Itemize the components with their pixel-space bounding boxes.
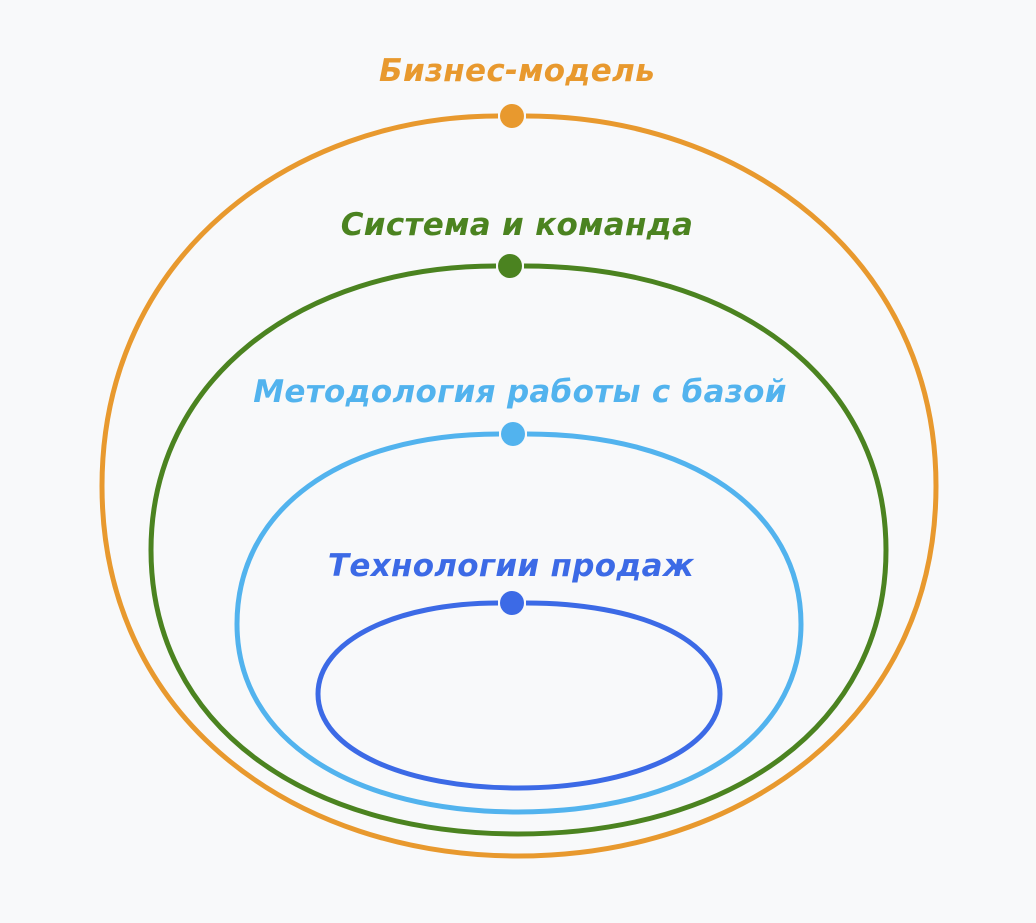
layer-sales-tech: Технологии продаж bbox=[315, 548, 723, 791]
marker-dot-business-model bbox=[500, 104, 524, 128]
marker-dot-sales-tech bbox=[500, 591, 524, 615]
layer-business-model: Бизнес-модель bbox=[99, 53, 939, 859]
label-sales-tech: Технологии продаж bbox=[328, 548, 695, 584]
layer-methodology: Методология работы с базой bbox=[234, 374, 804, 815]
layer-system-team: Система и команда bbox=[148, 207, 889, 837]
marker-dot-methodology bbox=[501, 422, 525, 446]
marker-dot-system-team bbox=[498, 254, 522, 278]
ellipse-business-model bbox=[99, 113, 939, 859]
label-methodology: Методология работы с базой bbox=[253, 374, 787, 410]
ellipse-methodology bbox=[234, 431, 804, 815]
ellipse-sales-tech bbox=[315, 600, 723, 791]
label-system-team: Система и команда bbox=[341, 207, 693, 243]
ellipse-system-team bbox=[148, 263, 889, 837]
label-business-model: Бизнес-модель bbox=[379, 53, 655, 89]
